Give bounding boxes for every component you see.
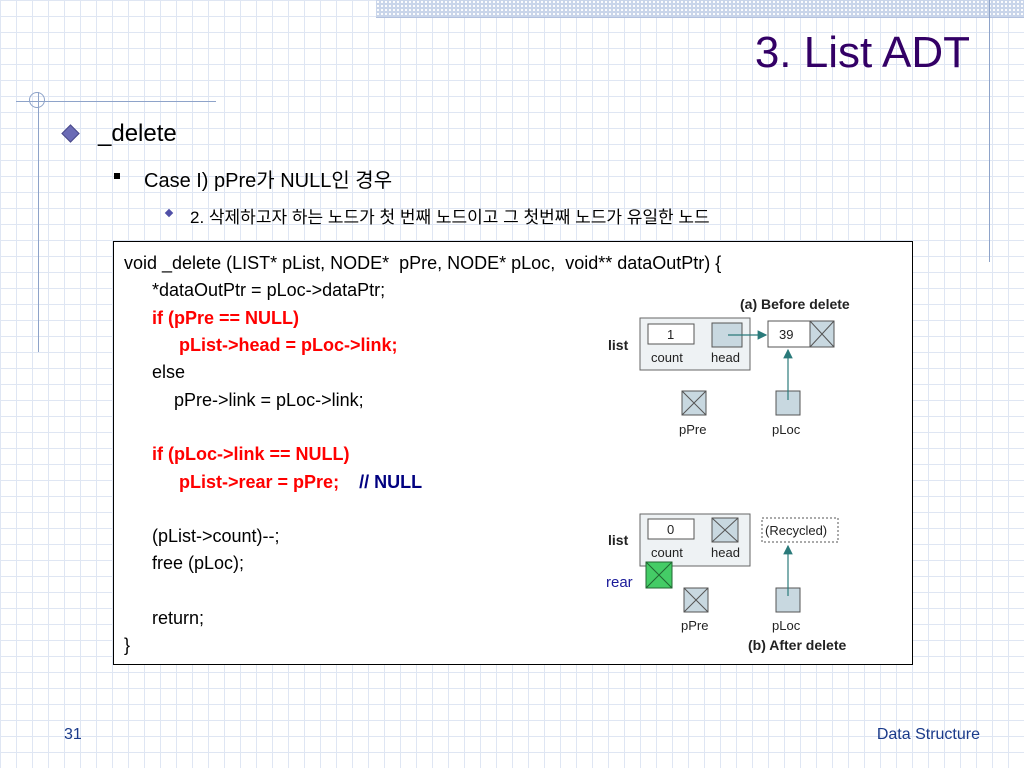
after-count-box [647, 518, 695, 540]
rear-label: rear [606, 574, 633, 591]
code-line-return: return; [152, 608, 205, 628]
code-line-count-decrement: (pList->count)--; [152, 526, 280, 546]
before-ppre-label: pPre [679, 422, 706, 437]
recycled-label: (Recycled) [765, 523, 827, 538]
decorative-vertical-line-right [989, 0, 990, 262]
bullet-level-1: _delete [61, 120, 177, 148]
square-bullet-icon [114, 173, 120, 179]
after-list-label: list [608, 532, 629, 548]
null-cross-icon [711, 517, 739, 543]
code-comment-null: // NULL [359, 472, 423, 492]
code-line-rear-assign: pList->rear = pPre; // NULL [179, 471, 422, 493]
after-count-value: 0 [667, 522, 674, 537]
null-cross-icon [681, 390, 707, 416]
recycled-node-box [761, 517, 839, 543]
before-node-data-box [767, 320, 811, 348]
code-line-head-assign: pList->head = pLoc->link; [179, 335, 398, 355]
header-pattern-band [376, 0, 1024, 17]
decorative-circle-icon [29, 92, 45, 108]
after-list-header: 0 count head [639, 513, 751, 567]
bullet-level-3-text: 2. 삭제하고자 하는 노드가 첫 번째 노드이고 그 첫번째 노드가 유일한 … [190, 208, 710, 227]
after-ppre-label: pPre [681, 618, 708, 633]
decorative-horizontal-line [16, 101, 216, 102]
after-count-label: count [651, 545, 683, 560]
after-delete-caption: (b) After delete [748, 637, 846, 653]
bullet-level-1-text: _delete [98, 120, 177, 147]
null-cross-icon [645, 561, 673, 589]
after-ploc-box [775, 587, 801, 613]
null-cross-icon [683, 587, 709, 613]
code-line-signature: void _delete (LIST* pList, NODE* pPre, N… [124, 253, 722, 273]
before-node-39: 39 [767, 320, 835, 348]
null-cross-icon [809, 320, 835, 348]
code-line-if-ploc-link: if (pLoc->link == NULL) [152, 444, 350, 464]
before-count-box [647, 323, 695, 345]
before-head-label: head [711, 350, 740, 365]
code-line-ppre-link: pPre->link = pLoc->link; [174, 390, 364, 410]
before-ploc-label: pLoc [772, 422, 801, 437]
code-line-free: free (pLoc); [152, 553, 245, 573]
before-list-label: list [608, 337, 629, 353]
decorative-vertical-line-left [38, 92, 39, 352]
before-delete-caption: (a) Before delete [740, 296, 850, 312]
bullet-level-3: 2. 삭제하고자 하는 노드가 첫 번째 노드이고 그 첫번째 노드가 유일한 … [164, 203, 710, 228]
before-list-header: 1 count head [639, 317, 751, 371]
before-count-value: 1 [667, 327, 674, 342]
slide-title: 3. List ADT [754, 28, 970, 77]
code-line-if-ppre: if (pPre == NULL) [152, 308, 300, 328]
header-divider-line [376, 17, 1024, 18]
bullet-level-2: Case I) pPre가 NULL인 경우 [114, 164, 392, 193]
code-line-dataout: *dataOutPtr = pLoc->dataPtr; [152, 280, 386, 300]
bullet-level-2-text: Case I) pPre가 NULL인 경우 [144, 170, 393, 192]
code-line-else: else [152, 362, 186, 382]
after-head-label: head [711, 545, 740, 560]
before-node-value: 39 [779, 327, 793, 342]
page-number: 31 [64, 726, 82, 743]
code-rear-statement: pList->rear = pPre; [179, 472, 340, 492]
after-ploc-label: pLoc [772, 618, 801, 633]
footer-course-name: Data Structure [876, 726, 980, 743]
before-count-label: count [651, 350, 683, 365]
code-line-close-brace: } [124, 635, 131, 655]
